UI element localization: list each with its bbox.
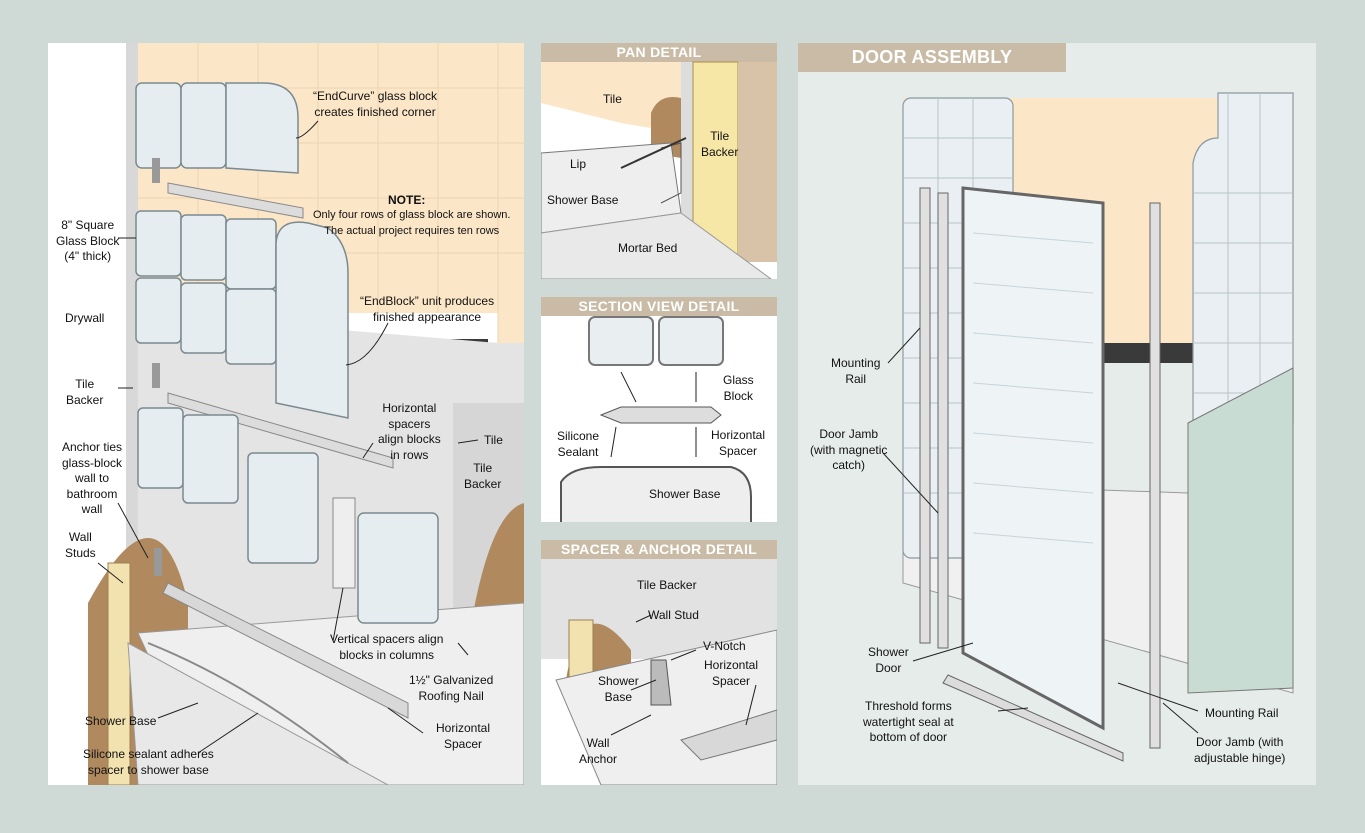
label-tile: Tile <box>484 433 503 447</box>
label-shower-base: Shower Base <box>85 714 157 728</box>
door-label-shower-door: Shower Door <box>868 645 909 675</box>
door-label-door-jamb-hinge: Door Jamb (with adjustable hinge) <box>1194 735 1286 765</box>
spacer-label-wall-anchor: Wall Anchor <box>579 736 618 766</box>
label-roofing-nail: 1½" Galvanized Roofing Nail <box>409 673 494 703</box>
label-anchor-ties: Anchor ties glass-block wall to bathroom… <box>62 440 123 516</box>
label-vertical-spacers: Vertical spacers align blocks in columns <box>330 632 444 662</box>
door-label-threshold: Threshold forms watertight seal at botto… <box>863 699 954 744</box>
label-drywall: Drywall <box>65 311 105 325</box>
pan-detail-panel: PAN DETAIL Tile Tile Backer Lip Shower B… <box>541 43 777 279</box>
spacer-label-shower-base: Shower Base <box>598 674 639 704</box>
section-view-panel: SECTION VIEW DETAIL Glass Block Silicone… <box>541 297 777 522</box>
label-note-title: NOTE: <box>388 193 426 207</box>
section-view-title: SECTION VIEW DETAIL <box>541 297 777 316</box>
door-assembly-title: DOOR ASSEMBLY <box>798 43 1066 72</box>
door-label-door-jamb-magnetic: Door Jamb (with magnetic catch) <box>810 427 888 472</box>
section-view-illustration <box>560 316 752 522</box>
spacer-anchor-panel: SPACER & ANCHOR DETAIL Tile Backer Wall … <box>541 540 777 785</box>
section-label-glass-block: Glass Block <box>723 373 754 403</box>
label-wall-studs: Wall Studs <box>65 530 96 560</box>
label-horizontal-spacers: Horizontal spacers align blocks in rows <box>378 401 441 462</box>
spacer-label-horizontal-spacer: Horizontal Spacer <box>704 658 759 688</box>
spacer-anchor-illustration <box>541 559 777 785</box>
label-endblock: “EndBlock” unit produces finished appear… <box>360 294 495 324</box>
label-square-block: 8" Square Glass Block (4" thick) <box>56 218 120 263</box>
section-label-shower-base: Shower Base <box>649 487 721 501</box>
label-note-body: Only four rows of glass block are shown.… <box>313 209 511 237</box>
door-assembly-illustration <box>882 92 1294 762</box>
label-silicone-sealant: Silicone sealant adheres spacer to showe… <box>83 747 214 777</box>
pan-label-mortar-bed: Mortar Bed <box>618 241 678 255</box>
door-label-mounting-rail-left: Mounting Rail <box>831 356 881 386</box>
pan-label-tile-backer: Tile Backer <box>701 129 739 159</box>
label-endcurve: “EndCurve” glass block creates finished … <box>313 89 438 119</box>
pan-detail-illustration <box>541 61 777 279</box>
section-label-horizontal-spacer: Horizontal Spacer <box>711 428 766 458</box>
label-horizontal-spacer: Horizontal Spacer <box>436 721 491 751</box>
door-label-mounting-rail-right: Mounting Rail <box>1205 706 1279 720</box>
pan-label-shower-base: Shower Base <box>547 193 619 207</box>
section-label-silicone-sealant: Silicone Sealant <box>557 429 600 459</box>
pan-detail-title: PAN DETAIL <box>541 43 777 62</box>
pan-label-lip: Lip <box>570 157 587 171</box>
label-tile-backer-left: Tile Backer <box>66 377 104 407</box>
label-tile-backer-right: Tile Backer <box>464 461 502 491</box>
pan-label-tile: Tile <box>603 92 622 106</box>
door-assembly-panel: DOOR ASSEMBLY <box>798 43 1316 785</box>
spacer-label-wall-stud: Wall Stud <box>648 608 699 622</box>
spacer-label-v-notch: V-Notch <box>703 639 746 653</box>
main-illustration <box>48 43 524 785</box>
spacer-label-tile-backer: Tile Backer <box>637 578 697 592</box>
main-exploded-diagram: “EndCurve” glass block creates finished … <box>48 43 524 785</box>
spacer-anchor-title: SPACER & ANCHOR DETAIL <box>541 540 777 559</box>
